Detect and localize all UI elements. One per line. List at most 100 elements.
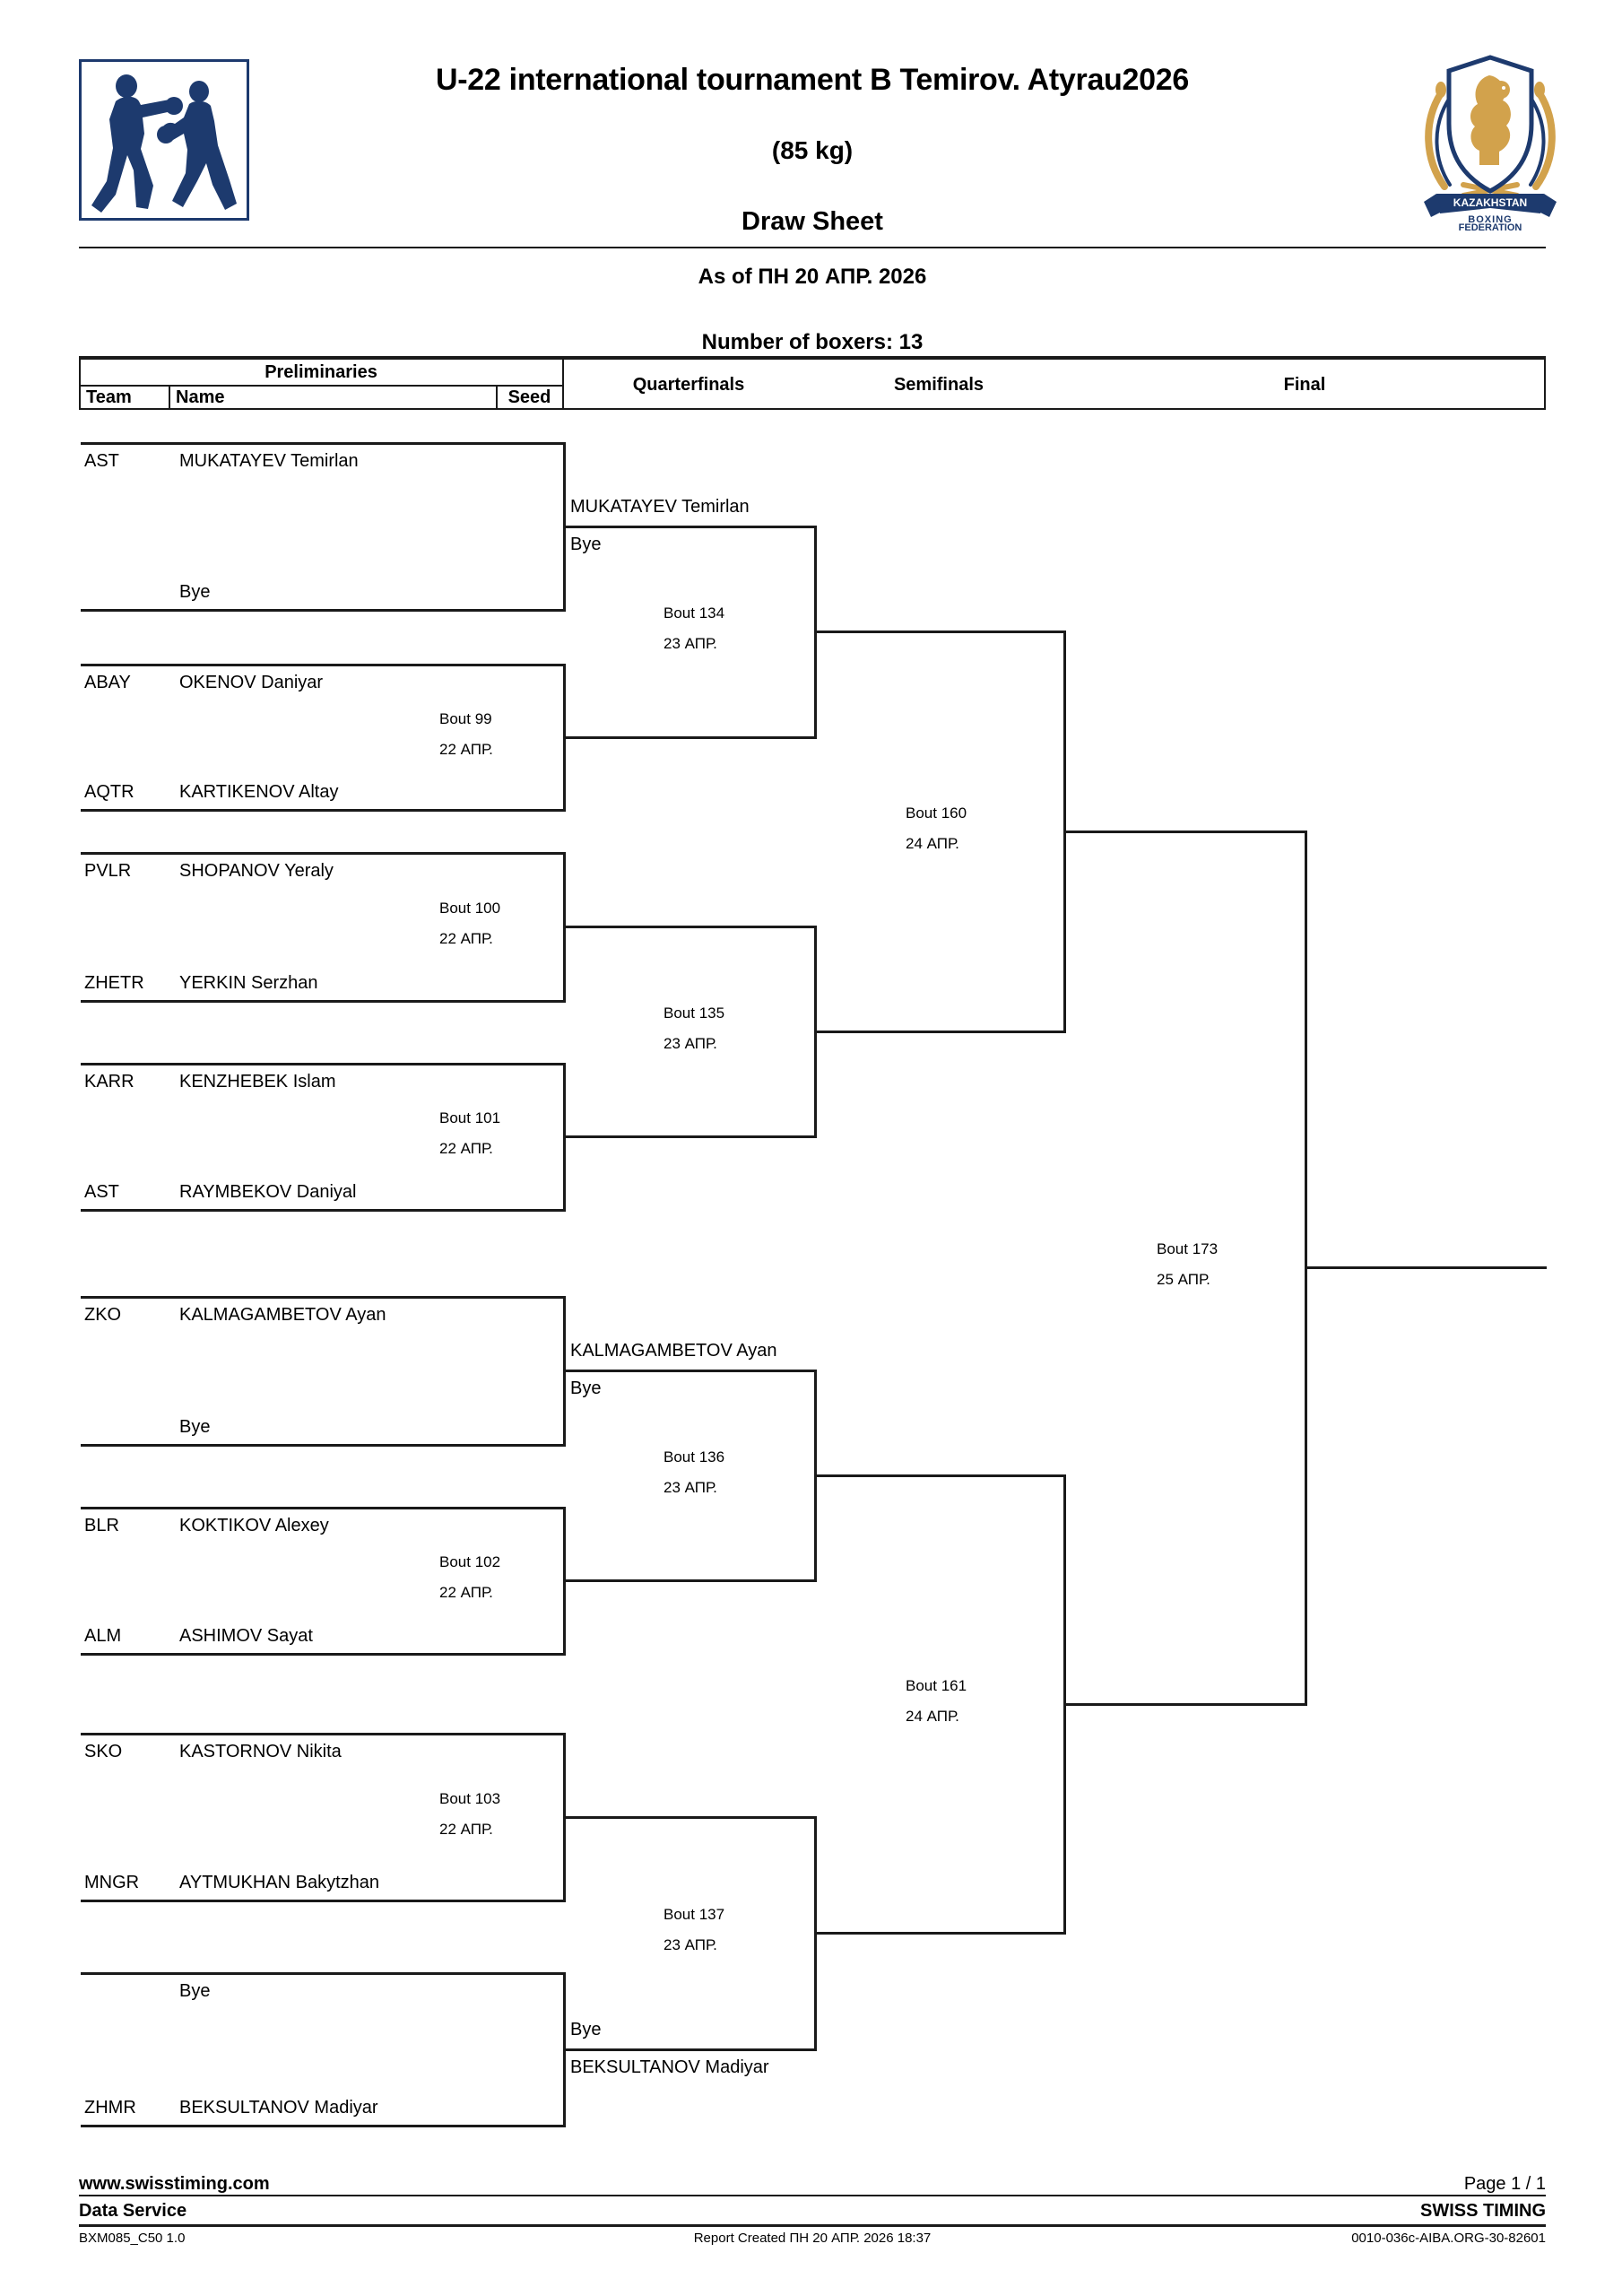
sheet-type-title: Draw Sheet: [742, 207, 883, 236]
bye-label: Bye: [179, 1981, 211, 2001]
bout-date: 24 АПР.: [906, 835, 959, 852]
qf-advanced-name: MUKATAYEV Temirlan: [570, 497, 750, 517]
team-code: PVLR: [84, 861, 132, 881]
prelim-line: [81, 1296, 563, 1299]
bout-date: 25 АПР.: [1157, 1271, 1210, 1288]
bout-date: 24 АПР.: [906, 1708, 959, 1725]
prelim-line: [81, 852, 563, 855]
bye-label: Bye: [179, 582, 211, 602]
bout-number: Bout 99: [439, 710, 492, 727]
bout-number: Bout 136: [664, 1448, 725, 1465]
column-header-semifinals: Semifinals: [893, 375, 984, 395]
qf-slot-line: [563, 1135, 817, 1138]
federation-logo: KAZAKHSTAN BOXING FEDERATION: [1414, 52, 1566, 233]
bout-date: 22 АПР.: [439, 930, 493, 947]
weight-class: (85 kg): [771, 136, 854, 164]
boxer-name: ASHIMOV Sayat: [179, 1626, 313, 1646]
prelim-line: [81, 1507, 563, 1509]
prelim-line: [81, 1000, 563, 1003]
bout-date: 22 АПР.: [439, 1584, 493, 1601]
bout-date: 22 АПР.: [439, 1821, 493, 1838]
team-code: AST: [84, 451, 119, 471]
winner-line: [1305, 1266, 1547, 1269]
team-code: ABAY: [84, 673, 131, 692]
prelim-line: [81, 809, 563, 812]
boxer-name: AYTMUKHAN Bakytzhan: [179, 1873, 380, 1892]
prelim-line: [81, 664, 563, 666]
team-code: MNGR: [84, 1873, 140, 1892]
boxers-logo: [79, 59, 249, 221]
boxer-name: KASTORNOV Nikita: [179, 1742, 342, 1761]
name-seed-divider: [496, 385, 498, 408]
sf-slot-line: [814, 1031, 1066, 1033]
boxers-count: Number of boxers: 13: [701, 330, 924, 354]
prelim-line: [81, 1209, 563, 1212]
table-border-right: [1544, 356, 1546, 410]
boxer-name: SHOPANOV Yeraly: [179, 861, 334, 881]
federation-federation-text: FEDERATION: [1459, 222, 1522, 231]
bout-date: 23 АПР.: [664, 1035, 717, 1052]
federation-boxing-text: BOXING: [1468, 214, 1512, 225]
as-of-date: As of ПН 20 АПР. 2026: [698, 265, 927, 289]
bout-date: 23 АПР.: [664, 1479, 717, 1496]
prelim-line: [81, 1063, 563, 1065]
bout-number: Bout 161: [906, 1677, 967, 1694]
column-header-quarterfinals: Quarterfinals: [632, 375, 745, 395]
prelim-line: [81, 1900, 563, 1902]
column-header-seed: Seed: [507, 387, 551, 407]
team-code: ZKO: [84, 1305, 122, 1325]
table-border-prelim-right: [562, 356, 564, 410]
bout-number: Bout 137: [664, 1906, 725, 1923]
qf-bye-label: Bye: [570, 535, 602, 554]
prelim-line: [81, 1972, 563, 1975]
header-divider-rule: [79, 247, 1546, 248]
prelim-line: [81, 2125, 563, 2127]
boxer-name: YERKIN Serzhan: [179, 973, 318, 993]
page-title: U-22 international tournament B Temirov.…: [436, 63, 1189, 97]
bye-label: Bye: [179, 1417, 211, 1437]
column-header-team: Team: [86, 387, 132, 407]
bout-date: 23 АПР.: [664, 635, 717, 652]
boxer-name: KOKTIKOV Alexey: [179, 1516, 329, 1535]
team-name-divider: [169, 385, 170, 408]
bout-date: 23 АПР.: [664, 1936, 717, 1953]
footer-website[interactable]: www.swisstiming.com: [79, 2174, 270, 2194]
qf-advanced-name: KALMAGAMBETOV Ayan: [570, 1341, 777, 1361]
qf-slot-line: [563, 1579, 817, 1582]
table-border-left: [79, 356, 81, 410]
footer-report-code: 0010-036c-AIBA.ORG-30-82601: [1351, 2231, 1546, 2246]
column-header-final: Final: [1283, 375, 1326, 395]
sf-slot-line: [814, 631, 1066, 633]
column-header-name: Name: [176, 387, 225, 407]
footer-report-created: Report Created ПН 20 АПР. 2026 18:37: [693, 2231, 932, 2246]
team-code: SKO: [84, 1742, 123, 1761]
team-code: KARR: [84, 1072, 134, 1091]
team-code: ZHMR: [84, 2098, 136, 2118]
bout-number: Bout 101: [439, 1109, 501, 1126]
boxers-icon: [91, 74, 237, 213]
bout-date: 22 АПР.: [439, 741, 493, 758]
team-code: ZHETR: [84, 973, 144, 993]
boxer-name: KALMAGAMBETOV Ayan: [179, 1305, 386, 1325]
sf-slot-line: [814, 1474, 1066, 1477]
team-code: AST: [84, 1182, 119, 1202]
bout-number: Bout 100: [439, 900, 501, 917]
footer-rule-1: [79, 2195, 1546, 2196]
bout-number: Bout 102: [439, 1553, 501, 1570]
federation-emblem-icon: KAZAKHSTAN BOXING FEDERATION: [1424, 55, 1557, 233]
bout-date: 22 АПР.: [439, 1140, 493, 1157]
team-code: ALM: [84, 1626, 122, 1646]
qf-advanced-name: BEKSULTANOV Madiyar: [570, 2057, 769, 2077]
prelim-subheader-divider: [79, 385, 563, 387]
prelim-line: [81, 442, 563, 445]
qf-slot-line: [563, 526, 817, 528]
qf-slot-line: [563, 926, 817, 928]
prelim-line: [81, 609, 563, 612]
column-header-preliminaries: Preliminaries: [265, 362, 377, 382]
prelim-line: [81, 1444, 563, 1447]
finalist-line: [1063, 831, 1307, 833]
bout-number: Bout 173: [1157, 1240, 1219, 1257]
prelim-line: [81, 1653, 563, 1656]
bout-number: Bout 135: [664, 1004, 725, 1022]
qf-slot-line: [563, 1370, 817, 1372]
